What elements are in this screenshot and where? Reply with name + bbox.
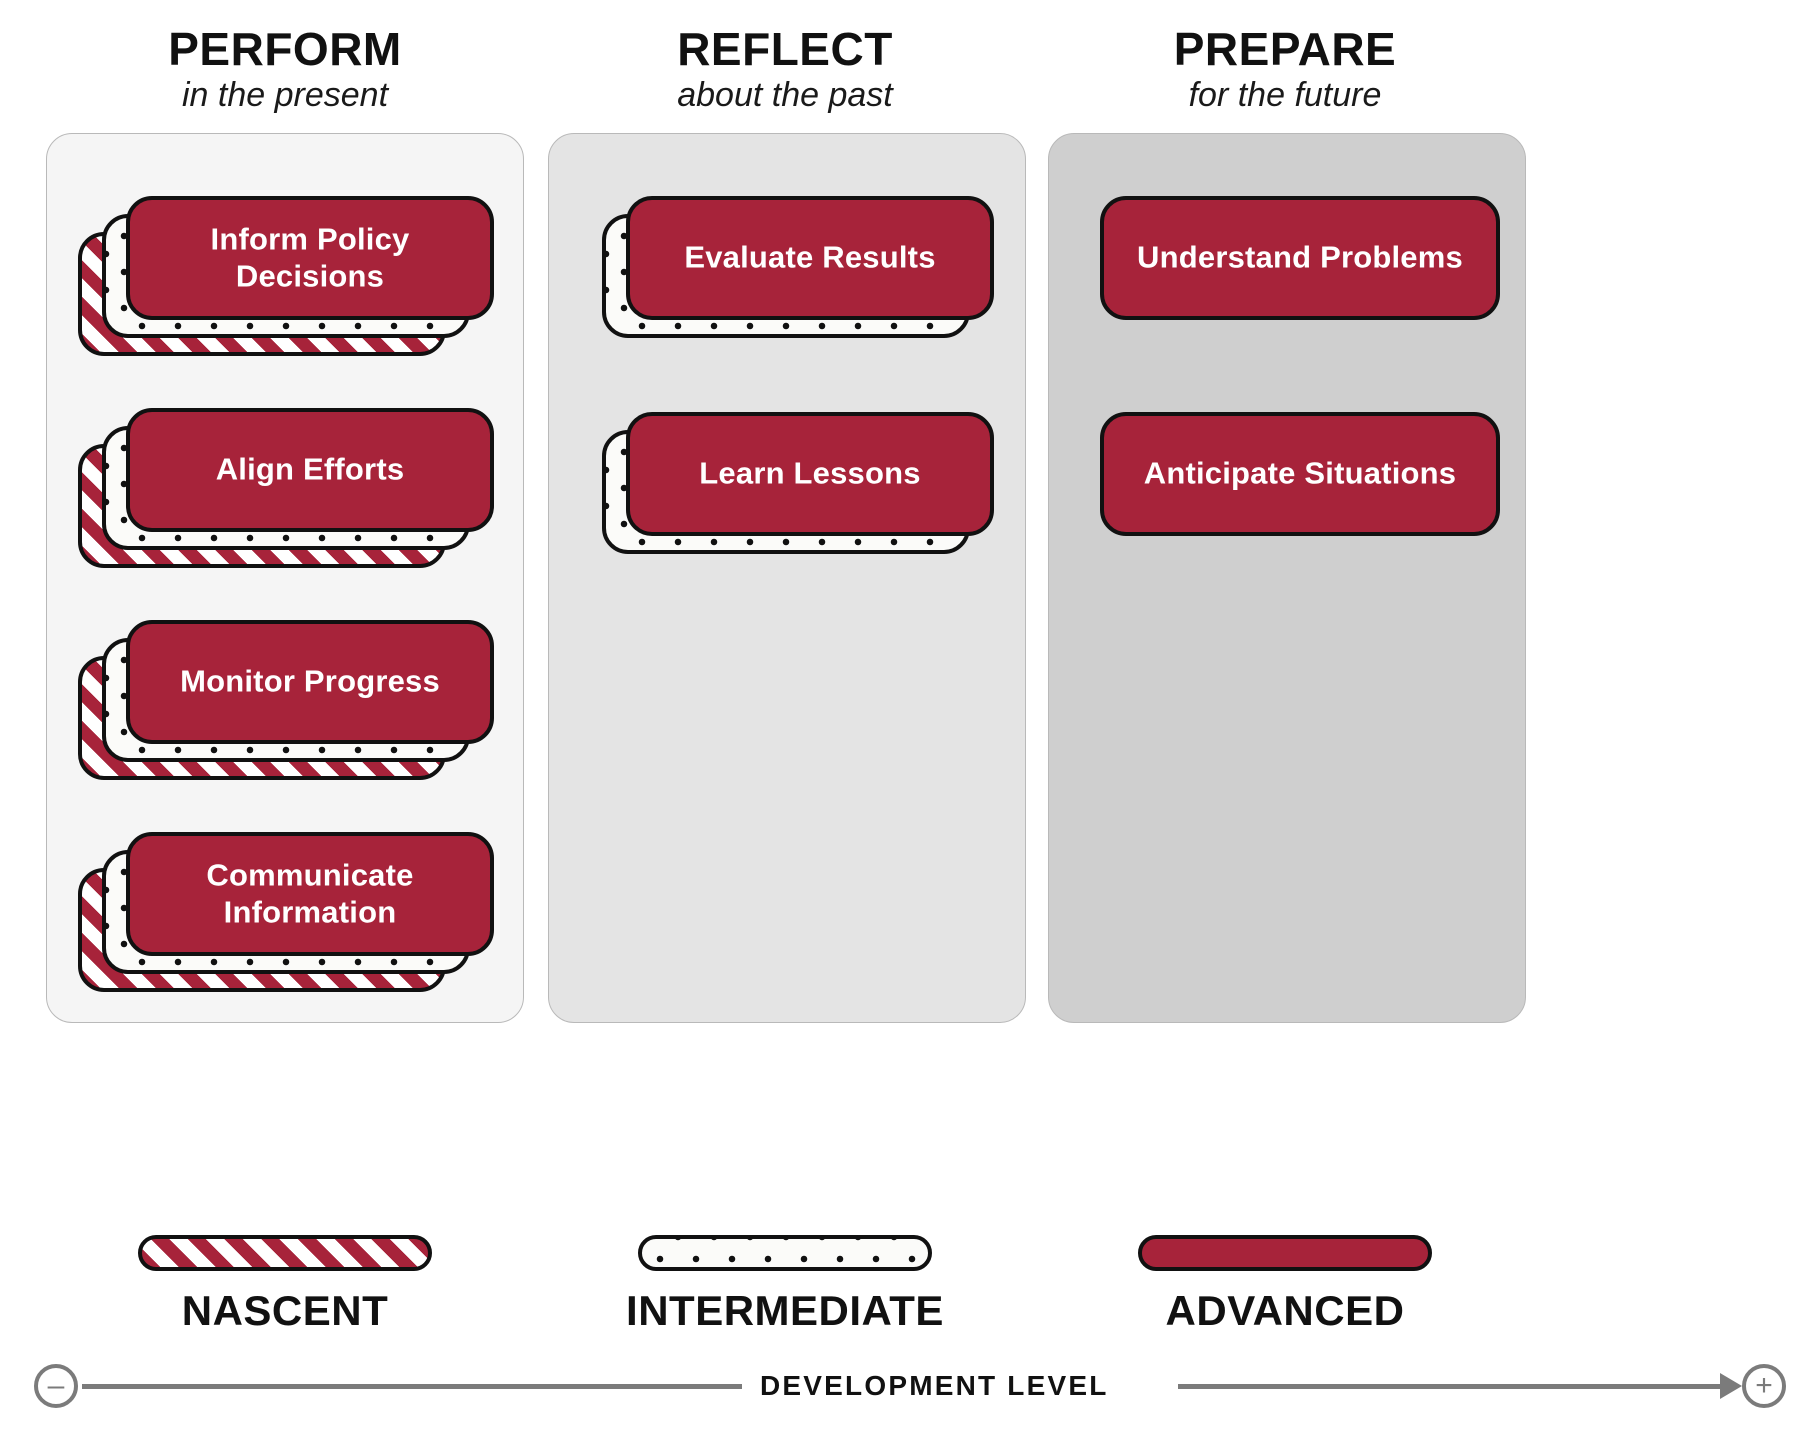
card-stack-communicate-information[interactable]: Communicate Information: [78, 832, 494, 992]
legend-label: ADVANCED: [1165, 1287, 1405, 1334]
card-stack-evaluate-results[interactable]: Evaluate Results: [602, 196, 1018, 338]
card-stack-understand-problems[interactable]: Understand Problems: [1100, 196, 1500, 320]
card-layer-advanced: Understand Problems: [1100, 196, 1500, 320]
development-level-axis: – DEVELOPMENT LEVEL +: [0, 1352, 1819, 1422]
card-label: Monitor Progress: [180, 663, 440, 699]
card-layer-advanced: Align Efforts: [126, 408, 494, 532]
legend-label: NASCENT: [181, 1287, 389, 1334]
legend-item-advanced[interactable]: ADVANCED: [1048, 1235, 1522, 1335]
card-label: Communicate Information: [206, 857, 414, 929]
column-title: REFLECT: [677, 23, 893, 75]
legend-item-nascent[interactable]: NASCENT: [48, 1235, 522, 1335]
minus-glyph: –: [47, 1369, 65, 1402]
card-label: Evaluate Results: [684, 239, 936, 275]
legend-item-intermediate[interactable]: INTERMEDIATE: [548, 1235, 1022, 1335]
column-header-reflect: REFLECT about the past: [548, 26, 1022, 112]
card-stack-align-efforts[interactable]: Align Efforts: [78, 408, 494, 568]
column-header-prepare: PREPARE for the future: [1048, 26, 1522, 112]
column-subtitle: in the present: [181, 76, 389, 114]
card-label: Anticipate Situations: [1143, 455, 1457, 491]
legend-swatch-intermediate: [638, 1235, 932, 1271]
axis-arrow-icon: [1720, 1373, 1742, 1399]
card-layer-advanced: Monitor Progress: [126, 620, 494, 744]
card-stack-inform-policy-decisions[interactable]: Inform Policy Decisions: [78, 196, 494, 356]
card-label: Align Efforts: [215, 451, 405, 487]
column-title: PREPARE: [1173, 23, 1397, 75]
card-layer-advanced: Learn Lessons: [626, 412, 994, 536]
axis-line-left: [82, 1384, 742, 1389]
card-label: Understand Problems: [1137, 239, 1463, 275]
card-stack-monitor-progress[interactable]: Monitor Progress: [78, 620, 494, 780]
axis-caption: DEVELOPMENT LEVEL: [760, 1370, 1109, 1401]
column-header-perform: PERFORM in the present: [48, 26, 522, 112]
card-layer-advanced: Inform Policy Decisions: [126, 196, 494, 320]
column-subtitle: for the future: [1188, 76, 1382, 114]
column-title: PERFORM: [168, 23, 402, 75]
legend-label: INTERMEDIATE: [626, 1287, 944, 1334]
column-subtitle: about the past: [677, 76, 893, 114]
plus-glyph: +: [1755, 1369, 1773, 1402]
card-stack-learn-lessons[interactable]: Learn Lessons: [602, 412, 1018, 554]
legend-swatch-nascent: [138, 1235, 432, 1271]
axis-line-right: [1178, 1384, 1723, 1389]
card-stack-anticipate-situations[interactable]: Anticipate Situations: [1100, 412, 1500, 536]
card-layer-advanced: Evaluate Results: [626, 196, 994, 320]
card-layer-advanced: Anticipate Situations: [1100, 412, 1500, 536]
minus-circle-icon[interactable]: –: [34, 1364, 78, 1408]
legend-swatch-advanced: [1138, 1235, 1432, 1271]
card-label: Inform Policy Decisions: [210, 221, 410, 293]
plus-circle-icon[interactable]: +: [1742, 1364, 1786, 1408]
card-layer-advanced: Communicate Information: [126, 832, 494, 956]
card-label: Learn Lessons: [699, 455, 921, 491]
